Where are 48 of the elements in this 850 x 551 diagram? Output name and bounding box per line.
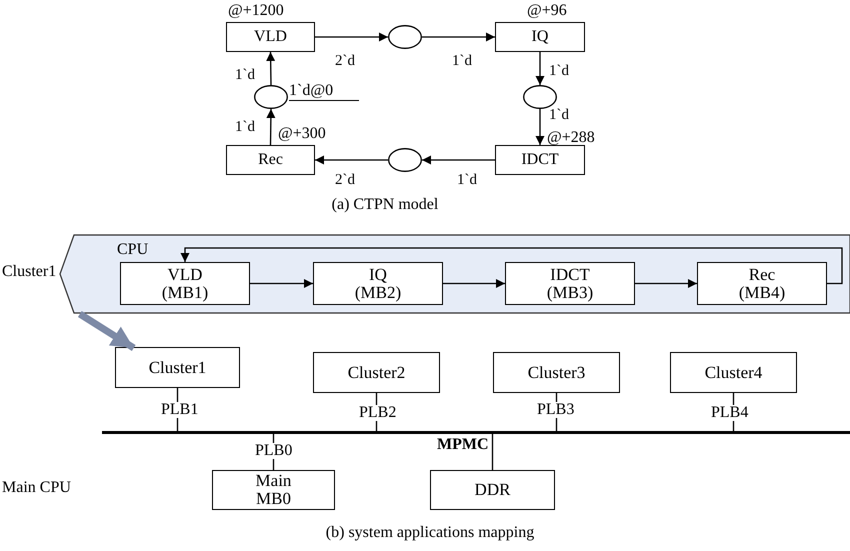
process-box: IQ (MB2) [313,262,443,305]
edge-label: PLB0 [254,443,294,459]
process-box: IQ [495,22,585,52]
connector-line [492,434,494,470]
node-annotation: @+288 [547,130,595,146]
arrow [536,52,544,85]
process-box: Cluster3 [493,352,620,393]
process-box: Cluster1 [115,347,240,388]
process-box: Cluster4 [670,352,797,393]
edge-label: PLB1 [160,402,200,418]
process-box: DDR [430,470,555,510]
system-bus [102,431,850,434]
node-annotation: @+96 [527,3,567,19]
figure-caption: (b) system applications mapping [326,524,534,542]
arrow [315,156,388,164]
arrow [635,279,697,288]
cluster-label: Cluster1 [2,264,56,280]
process-box: IDCT [495,145,585,175]
edge-label: PLB3 [536,402,576,418]
process-box: VLD [226,22,315,52]
arrow [315,32,388,42]
place-circle [388,25,422,49]
cpu-label: Main CPU [2,479,71,497]
process-box: Rec (MB4) [697,262,827,305]
edge-label: PLB4 [710,405,750,421]
node-annotation: @+1200 [228,3,284,19]
place-circle [388,148,422,172]
cpu-label: CPU [117,242,148,258]
arrow [78,311,136,351]
process-box: Main MB0 [212,470,335,510]
edge-label: PLB2 [358,405,398,421]
arrow [250,279,313,288]
process-box: Cluster2 [313,352,440,393]
initial-marking: 1`d@0 [289,83,359,101]
process-box: VLD (MB1) [120,262,250,305]
node-annotation: @+300 [278,126,326,142]
arrow [266,109,276,145]
arrow [266,52,276,85]
arrow [422,156,495,164]
figure-caption: (a) CTPN model [332,196,438,214]
arrow [180,247,843,284]
arrow [422,32,495,42]
arrow [443,279,505,288]
process-box: Rec [226,145,315,175]
place-circle [523,85,557,109]
arrow [536,109,544,145]
process-box: IDCT (MB3) [505,262,635,305]
place-circle [254,85,288,109]
